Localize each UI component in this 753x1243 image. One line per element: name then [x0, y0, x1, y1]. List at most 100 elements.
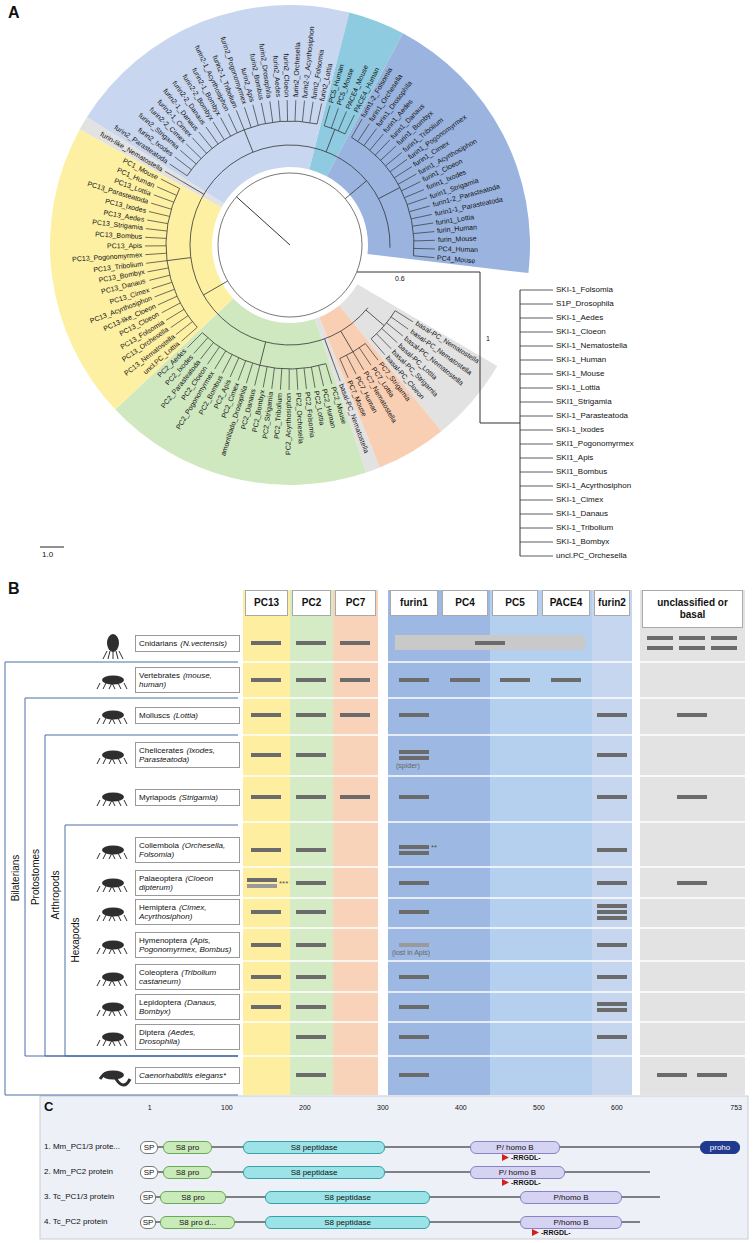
- drawn-shape: [118, 948, 121, 954]
- domain-box: S8 peptidase: [243, 1166, 385, 1179]
- drawn-shape: [124, 886, 127, 892]
- clade-bracket: [25, 698, 238, 1056]
- gene-bar: [251, 713, 281, 717]
- drawn-shape: [338, 111, 346, 130]
- taxon-icon: [102, 751, 124, 760]
- drawn-shape: [157, 187, 176, 195]
- drawn-shape: [103, 651, 107, 659]
- leaf-label: PC4_Mouse: [437, 254, 476, 265]
- drawn-shape: [319, 366, 324, 386]
- taxon-icon: [102, 1033, 124, 1042]
- drawn-shape: [124, 853, 127, 859]
- ruler-number: 400: [455, 1104, 467, 1111]
- drawn-shape: [520, 374, 553, 375]
- gene-bar: [597, 795, 627, 799]
- drawn-shape: [109, 980, 112, 986]
- column-header: PC5: [492, 590, 538, 616]
- domain-box: S8 peptidase: [265, 1191, 430, 1204]
- drawn-shape: [238, 361, 246, 381]
- drawn-shape: [109, 718, 112, 724]
- drawn-shape: [228, 114, 237, 133]
- drawn-shape: [97, 980, 100, 986]
- taxon-box: Palaeoptera(Cloeon dipterum): [135, 870, 240, 896]
- drawn-shape: [118, 718, 121, 724]
- drawn-shape: [324, 106, 330, 126]
- leaf-label: SKI-1_Folsomia: [556, 285, 613, 295]
- gene-bar: [597, 753, 627, 757]
- drawn-shape: [272, 368, 275, 389]
- domain-name: S8 pro: [176, 1143, 200, 1152]
- domain-name: P/homo B: [553, 1218, 588, 1227]
- drawn-shape: [124, 718, 127, 724]
- drawn-shape: [103, 980, 106, 986]
- drawn-shape: [280, 369, 281, 390]
- taxon-name: Vertebrates: [139, 671, 180, 680]
- taxon-species: (N.vectensis): [180, 639, 227, 648]
- drawn-shape: [183, 182, 204, 194]
- drawn-shape: [365, 344, 378, 361]
- drawn-shape: [304, 368, 306, 389]
- drawn-shape: [331, 108, 338, 128]
- taxon-icon: [102, 846, 124, 855]
- drawn-shape: [520, 514, 553, 515]
- leaf-label: SKI1_Strigamia: [556, 397, 612, 407]
- drawn-shape: [97, 915, 100, 921]
- column-header: PC7: [335, 590, 376, 616]
- domain-name: SP: [144, 1168, 155, 1177]
- drawn-shape: [140, 1147, 740, 1148]
- drawn-shape: [221, 118, 231, 136]
- domain-box: proho: [700, 1141, 740, 1154]
- column-header: unclassified or basal: [642, 590, 743, 628]
- clade-label: Bilaterians: [10, 855, 21, 902]
- domain-box: SP: [140, 1216, 156, 1229]
- taxon-name: Hemiptera: [139, 903, 176, 912]
- gene-bar: [251, 975, 281, 979]
- drawn-shape: [243, 927, 745, 929]
- gene-bar: [597, 975, 627, 979]
- drawn-shape: [243, 697, 745, 699]
- taxon-name: Cnidarians: [139, 639, 177, 648]
- drawn-shape: [246, 363, 252, 383]
- drawn-shape: [180, 150, 196, 164]
- domain-name: P/ homo B: [496, 1143, 533, 1152]
- drawn-shape: [297, 369, 298, 390]
- gene-bar: [296, 1073, 326, 1077]
- gene-bar: [597, 1035, 627, 1039]
- drawn-shape: [103, 683, 106, 689]
- drawn-shape: [520, 472, 553, 473]
- drawn-shape: [109, 948, 112, 954]
- drawn-shape: [112, 800, 115, 806]
- gene-bar: [597, 943, 627, 947]
- gene-bar: [251, 678, 281, 682]
- gene-bar: [399, 756, 429, 760]
- drawn-shape: [148, 268, 169, 272]
- domain-name: SP: [143, 1193, 154, 1202]
- drawn-shape: [302, 101, 304, 122]
- tree-root-circle: [218, 173, 362, 317]
- leaf-label: SKI-1_Nematostella: [556, 341, 627, 351]
- drawn-shape: [116, 651, 118, 659]
- drawn-shape: [192, 138, 206, 154]
- scale-bar: [40, 547, 64, 548]
- drawn-shape: [325, 339, 333, 362]
- clade-sector: [87, 5, 349, 203]
- drawn-shape: [118, 683, 121, 689]
- drawn-shape: [103, 718, 106, 724]
- gene-bar: [296, 910, 326, 914]
- drawn-shape: [124, 1040, 127, 1046]
- domain-name: S8 peptidase: [324, 1193, 371, 1202]
- leaf-label: PC2_Acyrthosiphon: [285, 393, 293, 455]
- taxon-name: Palaeoptera: [139, 874, 182, 883]
- motif-label: -RRGDL-: [541, 1229, 571, 1237]
- gene-bar: [597, 881, 627, 885]
- drawn-shape: [413, 223, 434, 226]
- gene-bar: [677, 713, 707, 717]
- gene-bar: [450, 678, 480, 682]
- drawn-shape: [118, 1040, 121, 1046]
- domain-name: S8 peptidase: [291, 1168, 338, 1177]
- drawn-shape: [340, 359, 348, 378]
- drawn-shape: [411, 214, 432, 218]
- domain-name: SP: [143, 1218, 154, 1227]
- tree-branch: [352, 137, 414, 255]
- drawn-shape: [165, 171, 183, 182]
